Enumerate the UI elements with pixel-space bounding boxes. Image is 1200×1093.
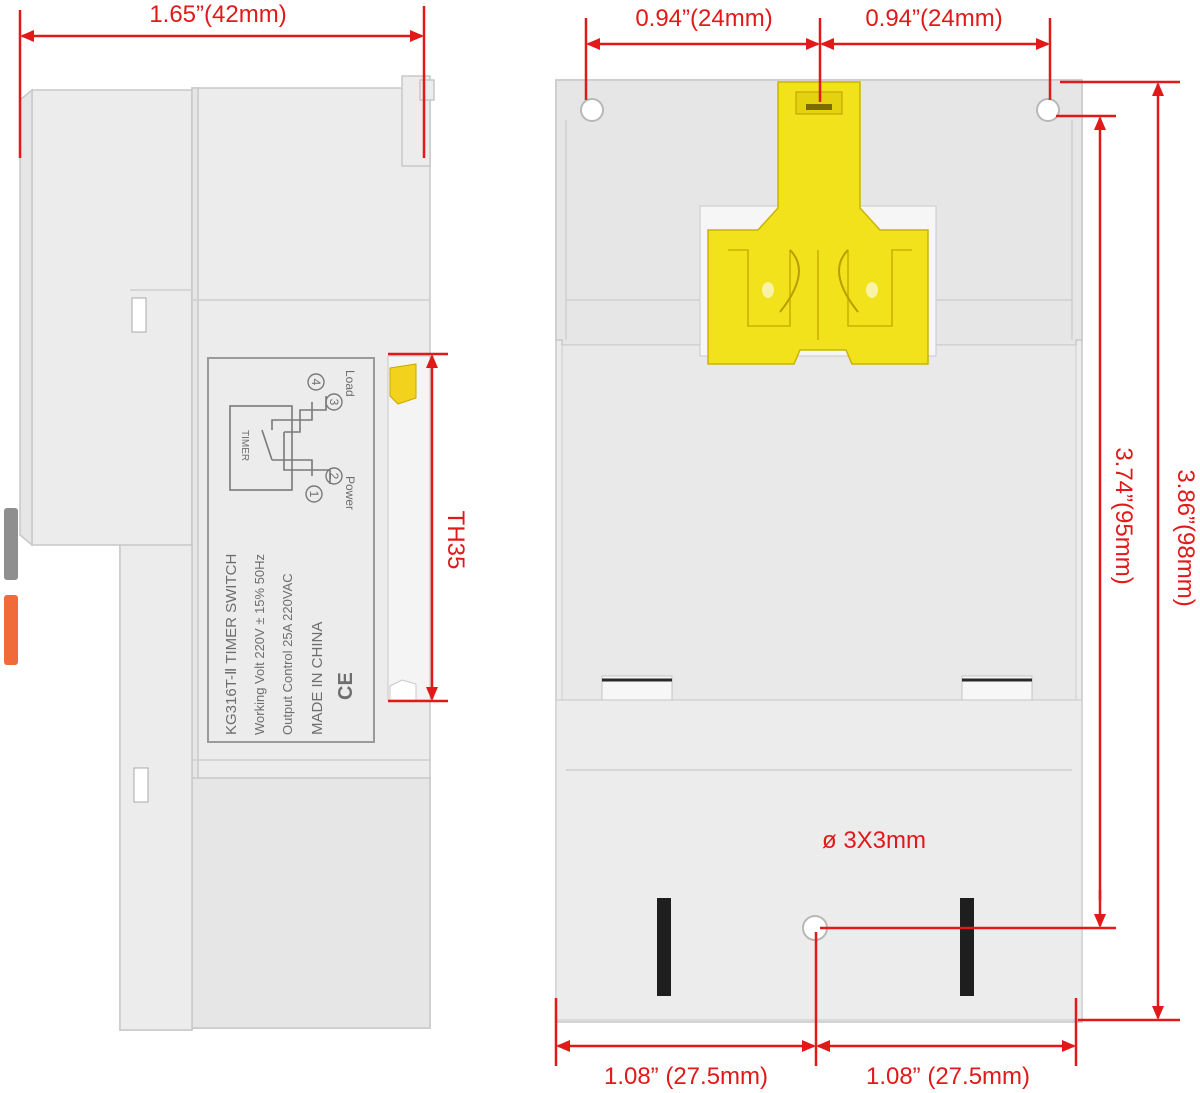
terminal-1-label: 1 [307, 491, 321, 498]
bottom-left-dimension: 1.08” (27.5mm) [554, 932, 818, 1090]
terminal-4-label: 4 [309, 379, 323, 386]
orange-button [4, 595, 18, 665]
hole-size-label: ø 3X3mm [822, 827, 926, 854]
side-width-dimension: 1.65”(42mm) [18, 1, 426, 158]
terminal-4: 4 [307, 373, 325, 391]
timer-label: TIMER [239, 430, 250, 461]
output-control-text: Output Control 25A 220VAC [280, 573, 295, 735]
hole-spacing-height-label: 3.74”(95mm) [1110, 447, 1137, 584]
bottom-left-label: 1.08” (27.5mm) [604, 1063, 768, 1090]
bottom-right-label: 1.08” (27.5mm) [866, 1063, 1030, 1090]
top-right-dimension: 0.94”(24mm) [820, 5, 1052, 100]
din-rail-clip [707, 81, 929, 365]
bottom-right-dimension: 1.08” (27.5mm) [816, 998, 1078, 1090]
side-width-label: 1.65”(42mm) [149, 1, 286, 28]
nameplate: TIMER 1 2 3 4 Load Power KG316T-Ⅱ TIMER … [207, 357, 375, 743]
terminal-2: 2 [325, 467, 343, 485]
hole-spacing-height-dimension: 3.74”(95mm) [820, 114, 1137, 930]
right-mount-slot [960, 898, 974, 996]
overall-height-label: 3.86”(98mm) [1172, 469, 1199, 606]
top-left-label: 0.94”(24mm) [635, 5, 772, 32]
terminal-3: 3 [325, 393, 343, 411]
grey-button [4, 508, 18, 580]
top-right-mount-hole [1036, 98, 1060, 122]
side-view-device [19, 75, 435, 1031]
rail-dimension: TH35 [388, 352, 469, 703]
overall-height-dimension: 3.86”(98mm) [1060, 80, 1199, 1022]
ce-mark: CE [335, 672, 357, 700]
terminal-1: 1 [305, 485, 323, 503]
left-mount-slot [657, 898, 671, 996]
hole-size-callout: ø 3X3mm [822, 827, 926, 854]
side-rail-clip [389, 363, 417, 405]
terminal-3-label: 3 [327, 399, 341, 406]
terminal-2-label: 2 [327, 473, 341, 480]
load-label: Load [343, 370, 357, 397]
timer-box [229, 405, 293, 491]
top-right-label: 0.94”(24mm) [865, 5, 1002, 32]
power-label: Power [343, 476, 357, 510]
top-left-mount-hole [580, 98, 604, 122]
rail-label: TH35 [442, 511, 469, 570]
made-in-text: MADE IN CHINA [309, 622, 326, 735]
top-left-dimension: 0.94”(24mm) [584, 5, 822, 102]
model-text: KG316T-Ⅱ TIMER SWITCH [223, 554, 240, 735]
working-volt-text: Working Volt 220V ± 15% 50Hz [252, 554, 267, 735]
